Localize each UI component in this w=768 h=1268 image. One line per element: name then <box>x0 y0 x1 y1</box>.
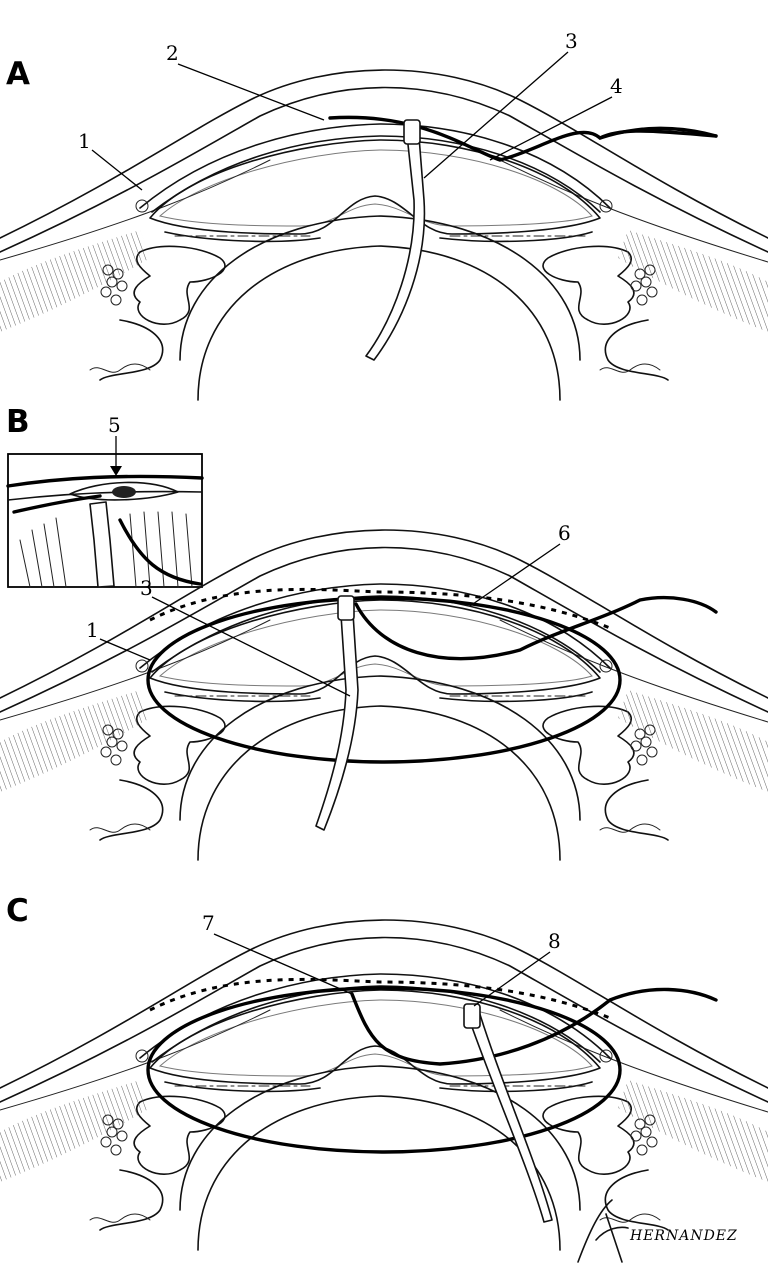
callout-1-b: 1 <box>86 618 99 642</box>
detail-inset: 5 <box>6 413 204 588</box>
catheter-a <box>365 123 426 361</box>
panel-letter-c: C <box>6 893 29 929</box>
suture-loop-b <box>146 596 622 764</box>
callout-6: 6 <box>558 521 571 545</box>
callout-8: 8 <box>548 929 561 953</box>
callout-7: 7 <box>202 911 215 935</box>
callout-1: 1 <box>78 129 91 153</box>
panel-b: B 5 <box>0 404 768 861</box>
suture-a <box>328 115 718 162</box>
artist-signature: HERNANDEZ <box>577 1199 738 1263</box>
dashed-path-c <box>149 977 611 1020</box>
catheter-b <box>315 597 359 831</box>
callout-4: 4 <box>610 74 623 98</box>
eye-cross-section-c <box>0 919 768 1251</box>
panel-letter-a: A <box>6 56 30 92</box>
panel-letter-b: B <box>6 404 30 440</box>
callout-5: 5 <box>108 413 121 437</box>
signature-text: HERNANDEZ <box>629 1228 738 1244</box>
callout-3-b: 3 <box>140 576 153 600</box>
dashed-path-b <box>149 587 611 630</box>
catheter-c <box>465 1007 553 1223</box>
callout-2: 2 <box>166 41 179 65</box>
callout-3: 3 <box>565 29 578 53</box>
panel-c: C 7 8 <box>0 893 768 1251</box>
suture-loop-c <box>146 986 622 1154</box>
panel-a: A 2 3 4 1 <box>0 29 768 401</box>
